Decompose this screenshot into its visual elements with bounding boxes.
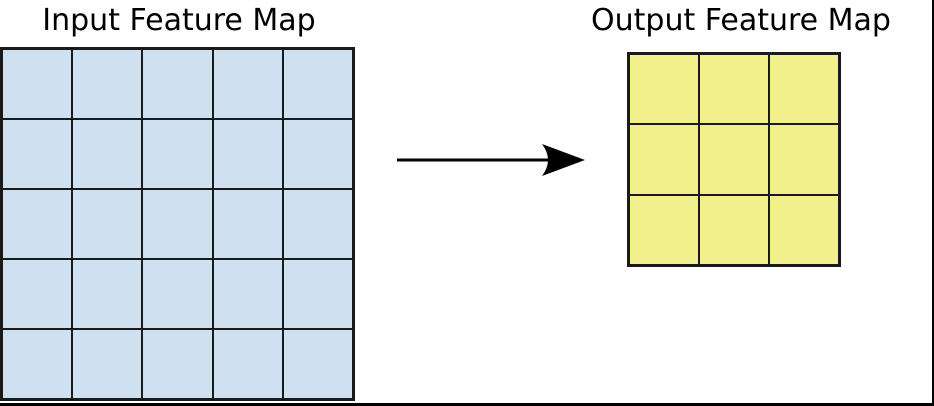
grid-cell	[699, 54, 769, 125]
grid-cell	[769, 54, 839, 125]
grid-cell	[212, 49, 283, 119]
grid-cell	[142, 49, 213, 119]
input-feature-map-grid	[0, 47, 355, 401]
grid-cell	[629, 124, 699, 195]
grid-cell	[142, 119, 213, 189]
grid-cell	[72, 49, 143, 119]
grid-cell	[2, 189, 73, 259]
grid-cell	[212, 119, 283, 189]
output-feature-map-grid	[627, 52, 841, 267]
grid-cell	[72, 259, 143, 329]
grid-cell	[282, 259, 353, 329]
grid-cell	[2, 329, 73, 399]
grid-cell	[629, 54, 699, 125]
grid-cell	[2, 119, 73, 189]
grid-cell	[72, 329, 143, 399]
grid-cell	[282, 329, 353, 399]
grid-cell	[282, 189, 353, 259]
arrow-head	[542, 144, 585, 176]
grid-cell	[142, 189, 213, 259]
grid-cell	[212, 189, 283, 259]
grid-cell	[212, 329, 283, 399]
grid-cell	[699, 124, 769, 195]
grid-cell	[282, 119, 353, 189]
output-feature-map-title: Output Feature Map	[591, 3, 891, 38]
grid-cell	[212, 259, 283, 329]
grid-cell	[142, 329, 213, 399]
grid-cell	[282, 49, 353, 119]
grid-cell	[629, 194, 699, 265]
grid-cell	[699, 194, 769, 265]
input-feature-map-title: Input Feature Map	[42, 3, 316, 38]
grid-cell	[2, 49, 73, 119]
grid-cell	[769, 194, 839, 265]
grid-cell	[72, 119, 143, 189]
grid-cell	[142, 259, 213, 329]
arrow-right-icon	[390, 142, 590, 178]
grid-cell	[2, 259, 73, 329]
grid-cell	[769, 124, 839, 195]
grid-cell	[72, 189, 143, 259]
